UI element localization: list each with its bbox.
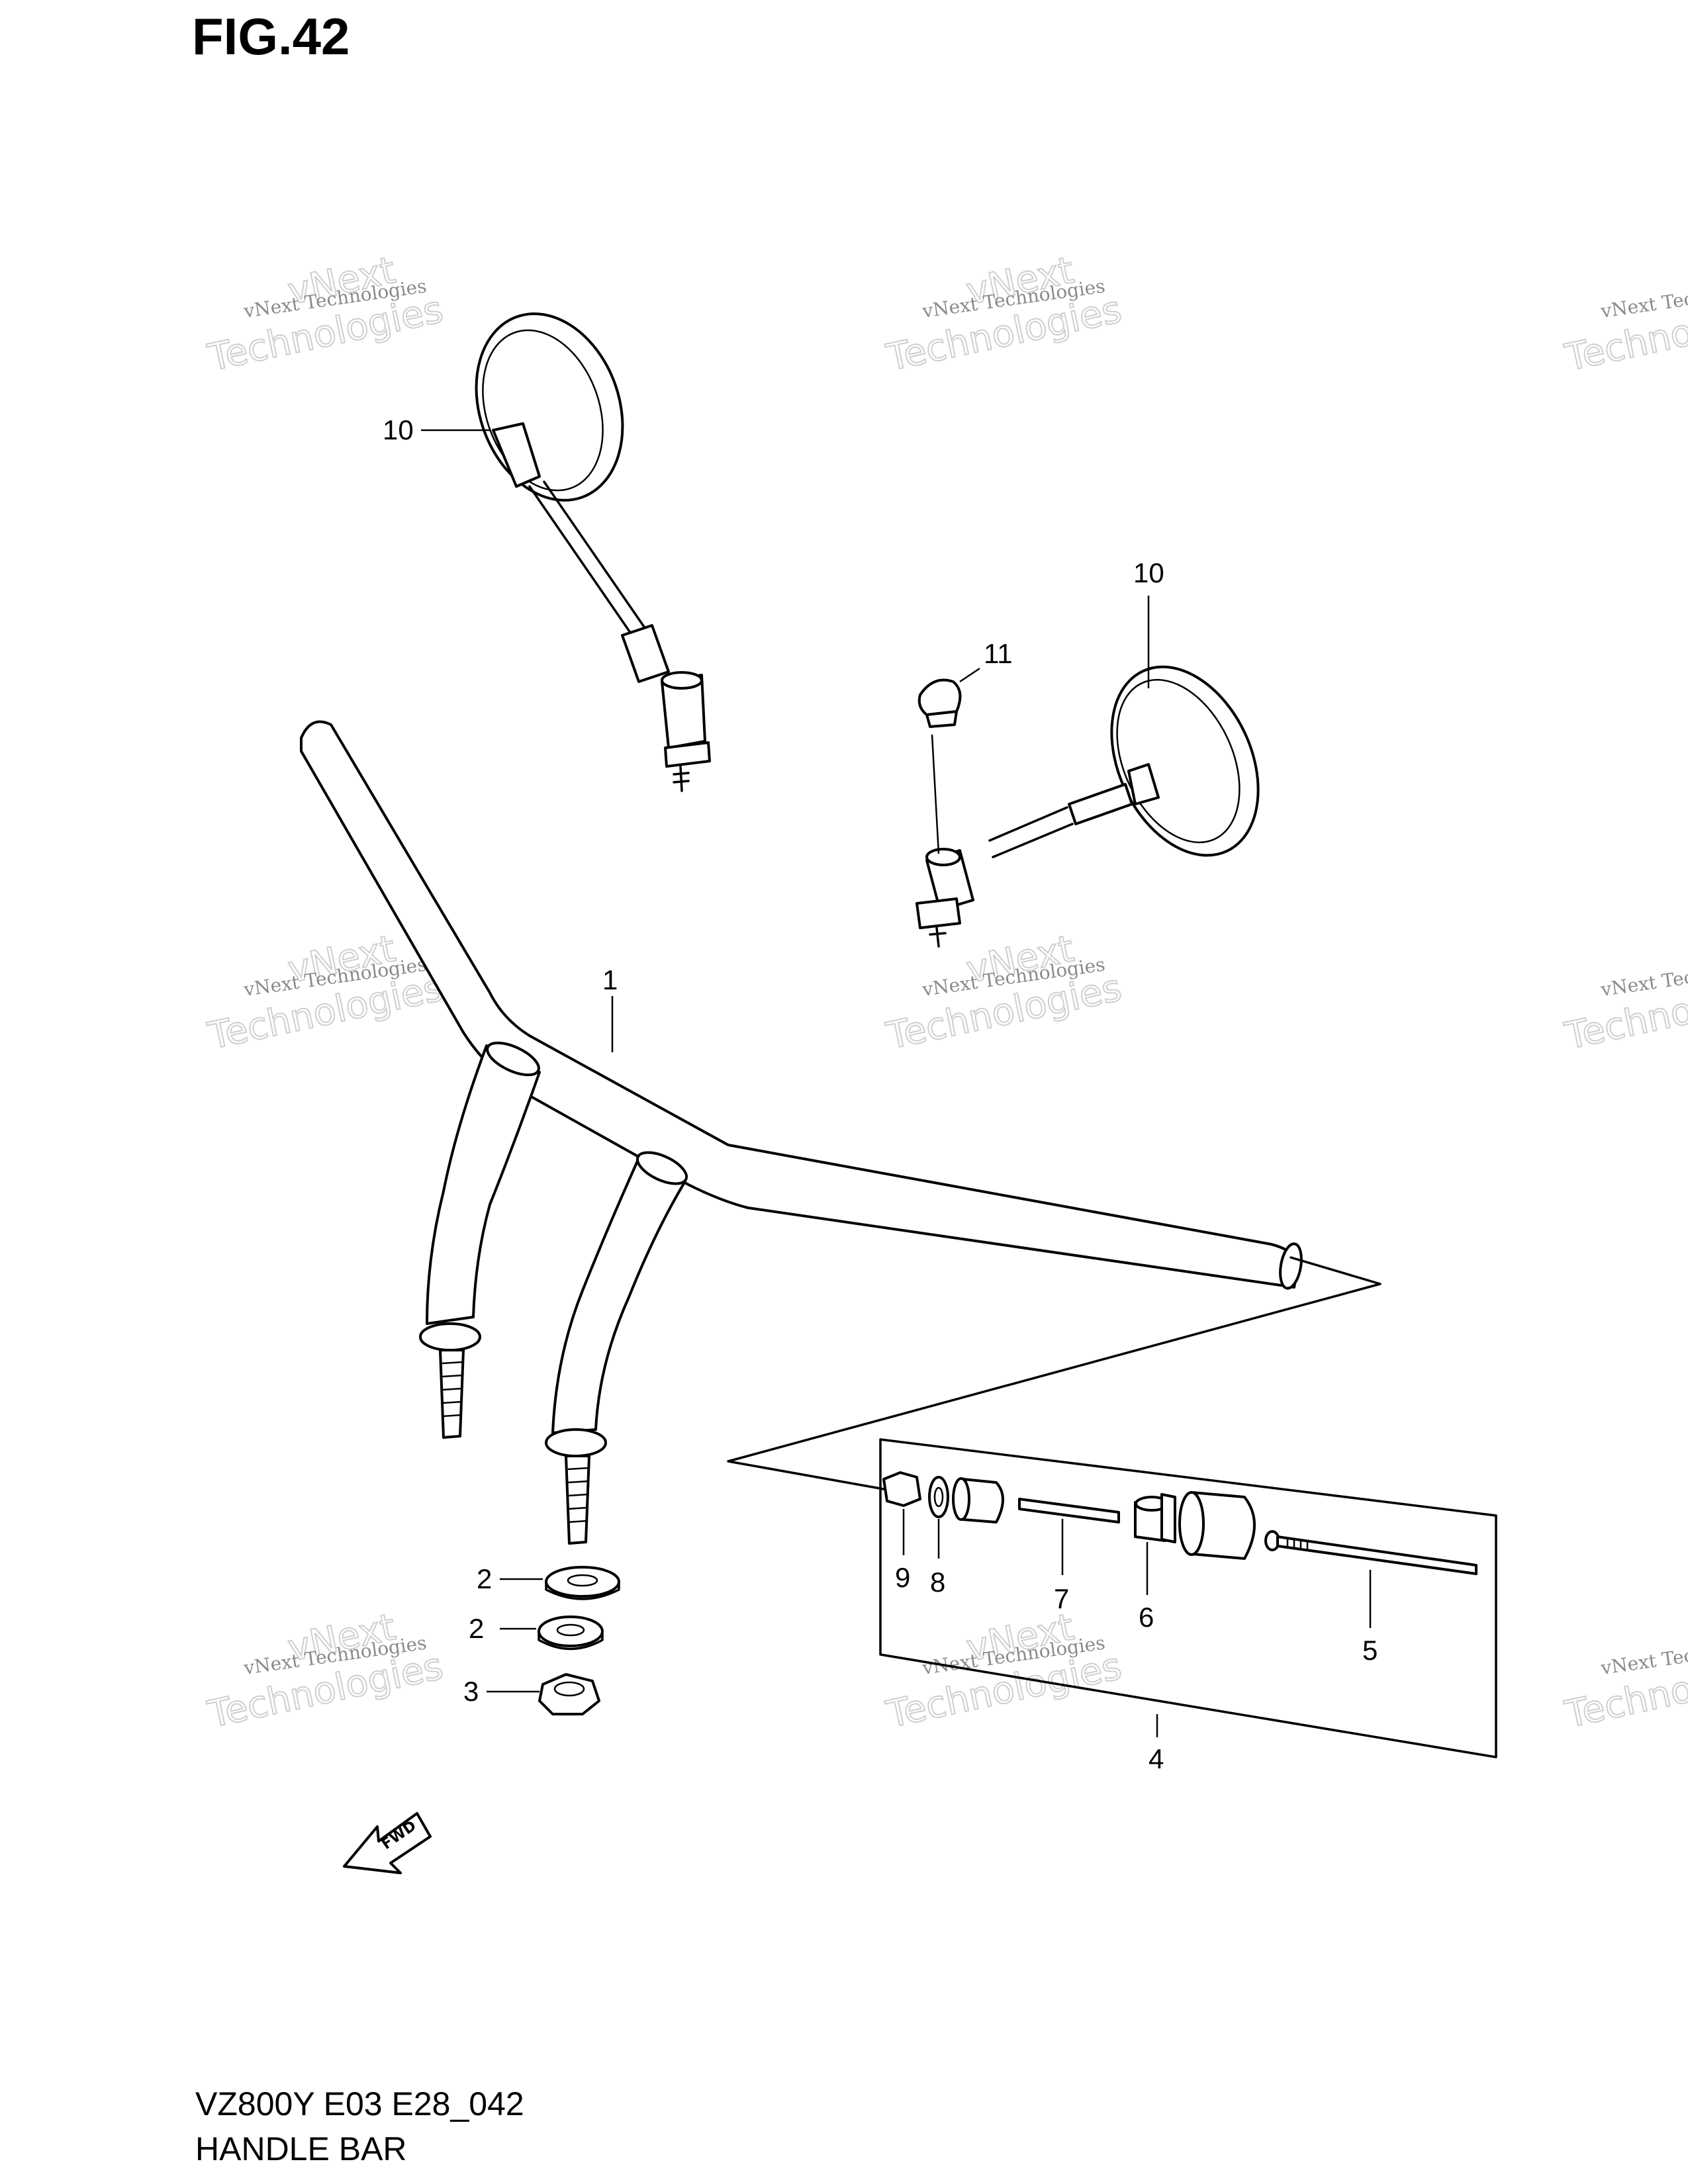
callout-4: 4: [1149, 1743, 1164, 1774]
washer-bottom: [538, 1615, 604, 1651]
left-mirror: [475, 312, 711, 792]
callout-8: 8: [930, 1567, 945, 1598]
model-code: VZ800Y E03 E28_042: [195, 2085, 524, 2122]
nut: [538, 1673, 600, 1715]
mirror-cap: [917, 678, 962, 728]
explode-line: [727, 1256, 1382, 1490]
callout-10-right: 10: [1133, 557, 1164, 588]
right-mirror: [915, 665, 1260, 948]
leader-lines: [421, 429, 1372, 1737]
figure-title: FIG.42: [192, 7, 350, 66]
watermark-tile: Technologies vNext vNext Technologies: [882, 248, 1125, 381]
handlebar: [300, 720, 1303, 1545]
watermark-tile: Technologies vNext Technologies: [1560, 954, 1688, 1059]
callout-2-bottom: 2: [469, 1613, 484, 1644]
watermark-tile: Technologies vNext vNext Technologies: [203, 248, 447, 381]
balancer-assembly: [879, 1438, 1497, 1758]
callout-1: 1: [602, 964, 618, 995]
watermark-tile: Technologies vNext vNext Technologies: [882, 1605, 1125, 1737]
callout-10-left: 10: [383, 414, 414, 445]
callout-6: 6: [1139, 1602, 1154, 1633]
washer-top: [545, 1566, 620, 1600]
section-name: HANDLE BAR: [195, 2130, 407, 2167]
callout-11: 11: [984, 638, 1013, 669]
callout-3: 3: [463, 1676, 479, 1707]
watermark-tile: Technologies vNext vNext Technologies: [203, 927, 447, 1059]
watermark-tile: Technologies vNext Technologies: [1560, 1632, 1688, 1737]
callout-9: 9: [895, 1562, 910, 1593]
watermark-tile: Technologies vNext vNext Technologies: [203, 1605, 447, 1737]
fwd-arrow-icon: FWD: [343, 1812, 432, 1874]
callout-2-top: 2: [477, 1563, 492, 1594]
callout-5: 5: [1362, 1635, 1378, 1666]
watermark-tile: Technologies vNext vNext Technologies: [882, 927, 1125, 1059]
callout-7: 7: [1054, 1583, 1069, 1614]
watermark-tile: Technologies vNext Technologies: [1560, 275, 1688, 381]
